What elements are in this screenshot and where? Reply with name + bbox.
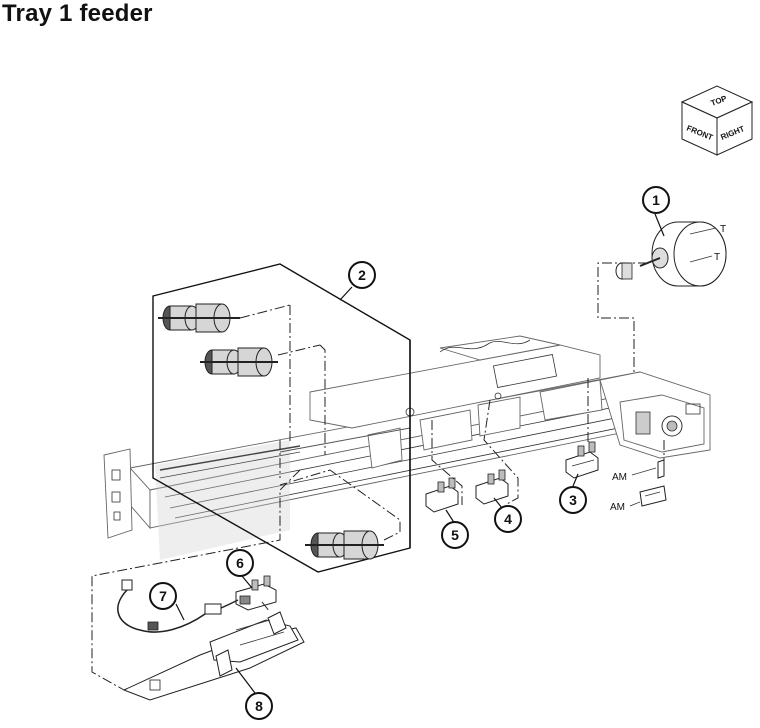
svg-text:7: 7 [159,588,167,604]
roller-kit-enlargement-box [152,263,411,573]
label-am-bottom: AM [610,502,625,513]
callout-5: 5 [441,521,469,549]
separation-roller-icon [305,530,384,560]
motor-icon [615,221,727,287]
cable-harness-icon [117,579,239,633]
callout-2: 2 [348,261,376,289]
svg-text:3: 3 [569,492,577,508]
label-am-top: AM [612,472,627,483]
feed-shaft-assembly [155,427,411,560]
page-title: Tray 1 feeder [2,0,153,27]
svg-text:4: 4 [504,511,512,527]
pick-roller-icon [158,303,291,333]
svg-text:2: 2 [358,267,366,283]
svg-text:5: 5 [451,527,459,543]
sensor-5-icon [425,477,459,513]
callout-8: 8 [245,692,273,720]
sensor-3-icon [565,441,599,479]
svg-text:8: 8 [255,698,263,714]
callout-6: 6 [226,549,254,577]
label-t-top: T [720,224,726,235]
callout-7: 7 [149,582,177,610]
callout-4: 4 [494,505,522,533]
feed-roller-icon [200,344,321,377]
callout-3: 3 [559,486,587,514]
callout-1: 1 [642,186,670,214]
svg-text:6: 6 [236,555,244,571]
svg-text:1: 1 [652,192,660,208]
orientation-cube-icon: TOP FRONT RIGHT [680,85,754,156]
label-t-bottom: T [714,252,720,263]
am-bracket-icon [639,459,667,507]
sensor-6-icon [235,575,277,611]
sensor-4-icon [475,469,509,505]
paper-guide-icon [122,611,305,701]
